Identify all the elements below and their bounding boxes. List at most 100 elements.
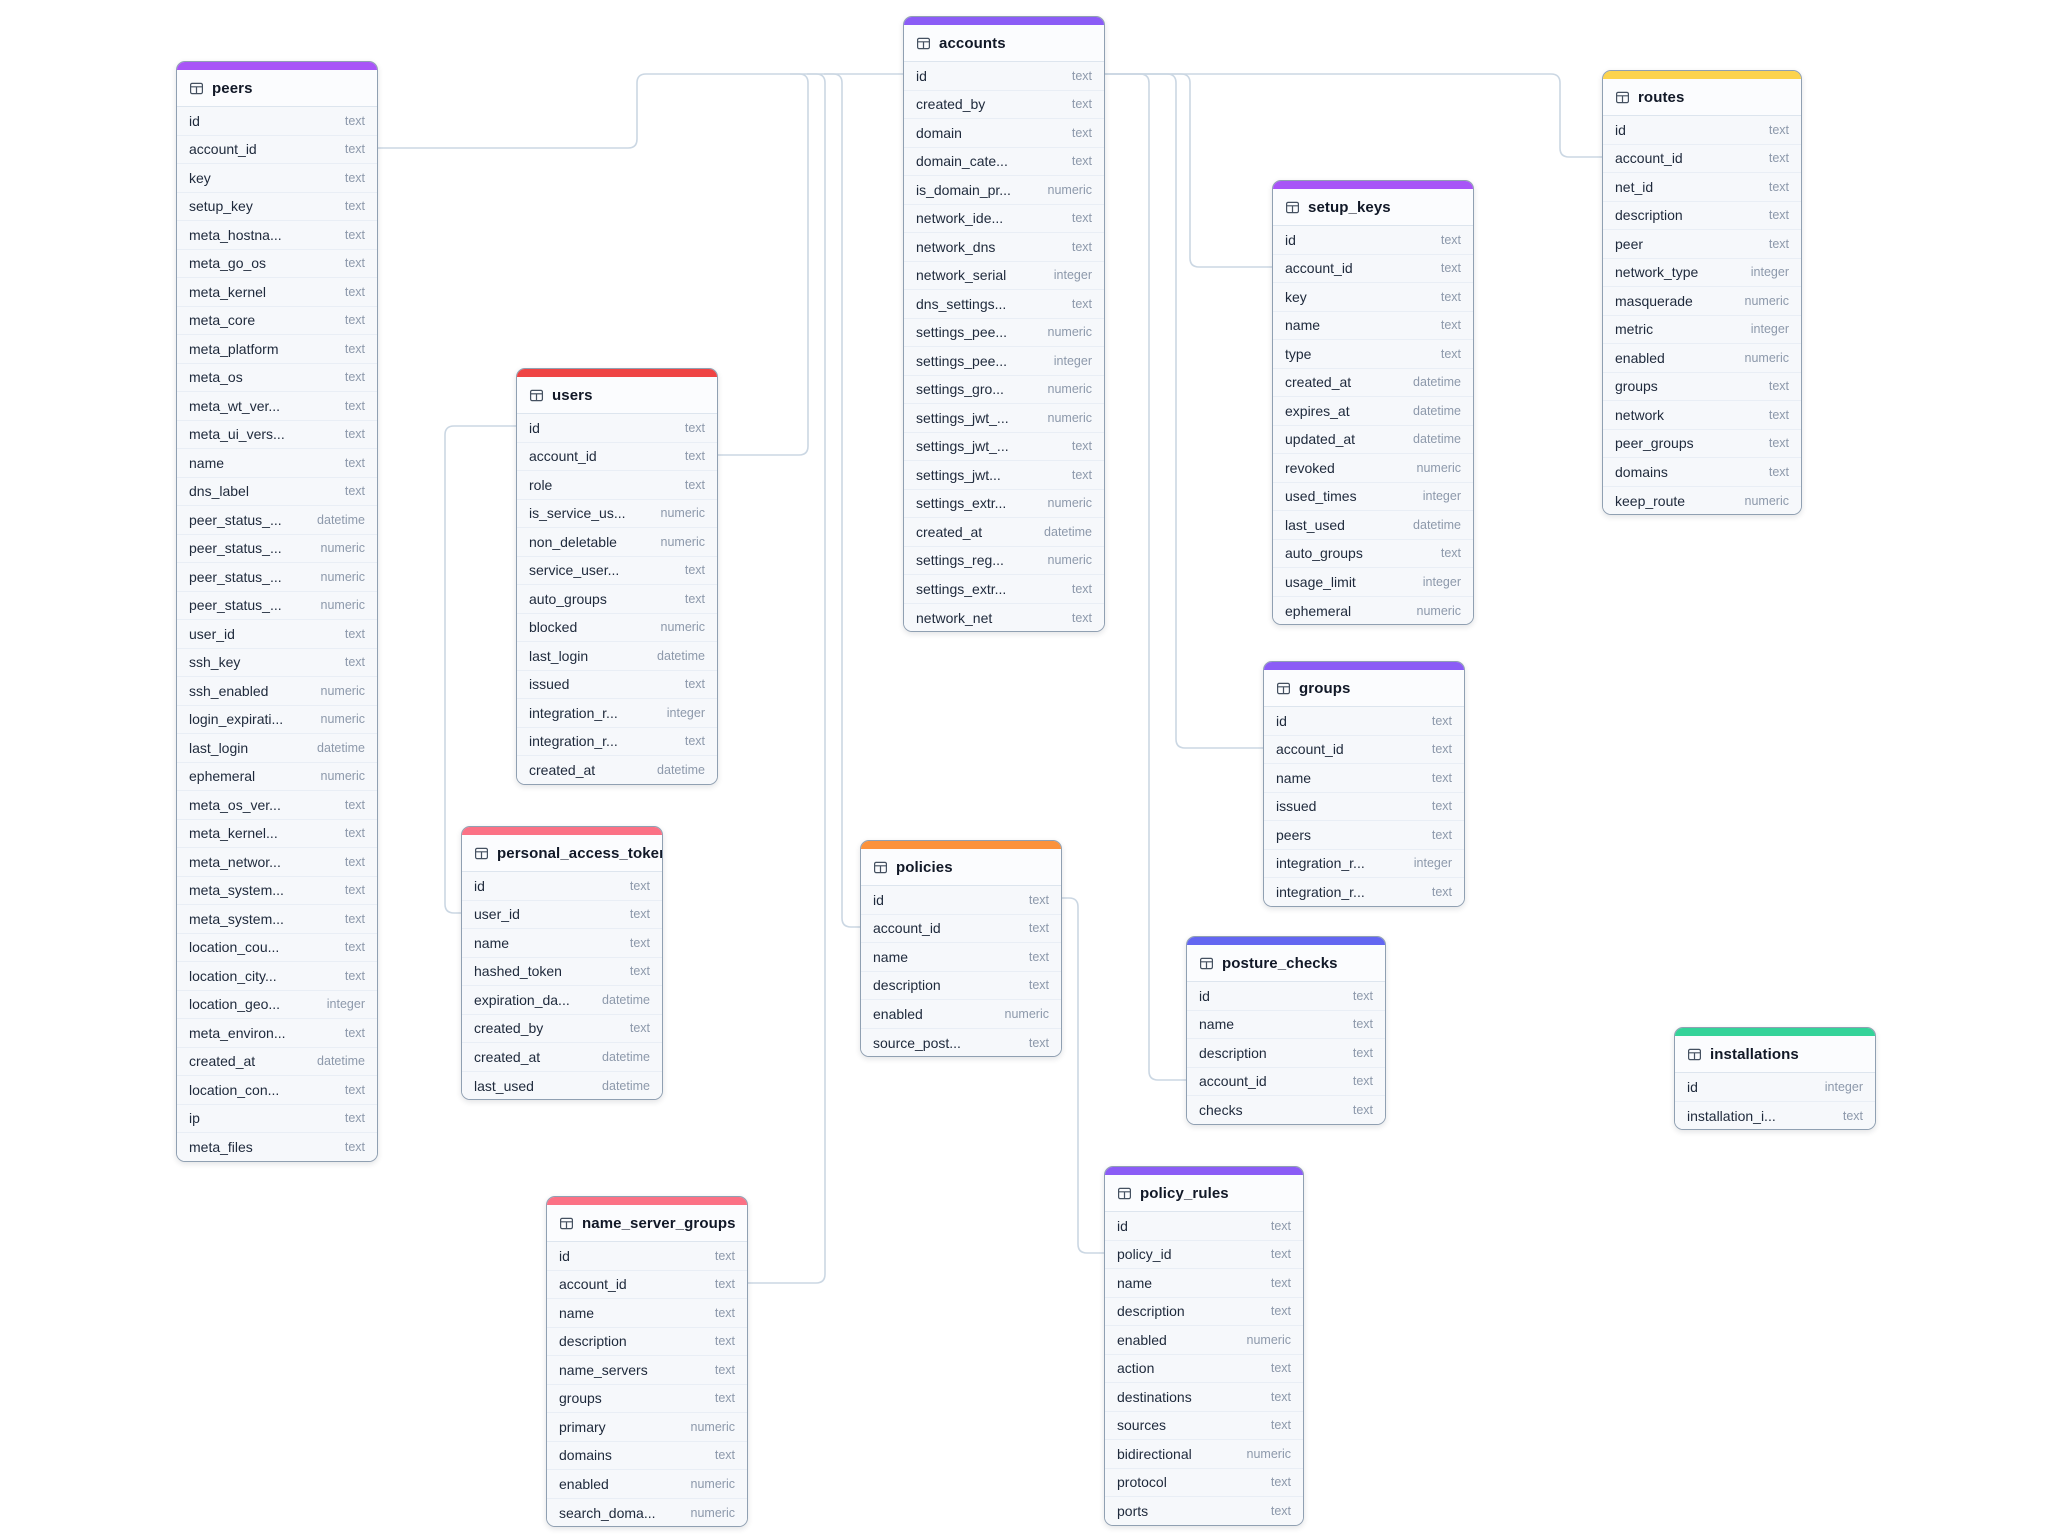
table-header-peers[interactable]: peers [177, 70, 377, 107]
relationship-line-accounts.id-to-groups.account_id[interactable] [1103, 73, 1263, 749]
relationship-line-policies.id-to-policy_rules.policy_id[interactable] [1060, 897, 1104, 1254]
table-header-users[interactable]: users [517, 377, 717, 414]
field-row-accounts-13[interactable]: settings_jwt_...text [904, 432, 1104, 461]
field-row-peers-25[interactable]: meta_kernel...text [177, 819, 377, 848]
field-row-groups-6[interactable]: integration_r...text [1264, 878, 1464, 906]
field-row-accounts-15[interactable]: settings_extr...numeric [904, 489, 1104, 518]
field-row-accounts-3[interactable]: domain_cate...text [904, 147, 1104, 176]
field-row-peers-27[interactable]: meta_system...text [177, 876, 377, 905]
relationship-line-accounts.id-to-users.account_id[interactable] [716, 73, 809, 456]
field-row-accounts-18[interactable]: settings_extr...text [904, 575, 1104, 604]
table-header-setup_keys[interactable]: setup_keys [1273, 189, 1473, 226]
field-row-accounts-11[interactable]: settings_gro...numeric [904, 375, 1104, 404]
field-row-accounts-14[interactable]: settings_jwt...text [904, 461, 1104, 490]
field-row-users-10[interactable]: integration_r...integer [517, 699, 717, 728]
table-header-groups[interactable]: groups [1264, 670, 1464, 707]
field-row-peers-16[interactable]: peer_status_...numeric [177, 563, 377, 592]
relationship-line-accounts.id-to-routes.account_id[interactable] [1103, 73, 1602, 158]
field-row-accounts-4[interactable]: is_domain_pr...numeric [904, 176, 1104, 205]
field-row-accounts-8[interactable]: dns_settings...text [904, 290, 1104, 319]
field-row-peers-29[interactable]: location_cou...text [177, 933, 377, 962]
field-row-peers-10[interactable]: meta_wt_ver...text [177, 392, 377, 421]
relationship-line-peers.account_id-to-accounts.id[interactable] [376, 73, 903, 149]
field-row-accounts-17[interactable]: settings_reg...numeric [904, 546, 1104, 575]
table-header-personal_access_tokens[interactable]: personal_access_tokens [462, 835, 662, 872]
field-row-accounts-9[interactable]: settings_pee...numeric [904, 318, 1104, 347]
field-row-users-5[interactable]: service_user...text [517, 556, 717, 585]
table-header-name_server_groups[interactable]: name_server_groups [547, 1205, 747, 1242]
relationship-line-users.id-to-personal_access_tokens.user_id[interactable] [444, 425, 516, 914]
table-header-posture_checks[interactable]: posture_checks [1187, 945, 1385, 982]
field-row-installations-1[interactable]: installation_i...text [1675, 1101, 1875, 1129]
table-header-routes[interactable]: routes [1603, 79, 1801, 116]
field-row-peers-14[interactable]: peer_status_...datetime [177, 506, 377, 535]
field-row-peers-30[interactable]: location_city...text [177, 962, 377, 991]
relationship-line-accounts.id-to-policies.account_id[interactable] [824, 73, 860, 928]
table-header-policy_rules[interactable]: policy_rules [1105, 1175, 1303, 1212]
relationship-line-accounts.id-to-posture_checks.account_id[interactable] [1103, 73, 1186, 1081]
field-row-name_server_groups-9[interactable]: search_doma...numeric [547, 1498, 747, 1526]
field-row-peers-15[interactable]: peer_status_...numeric [177, 534, 377, 563]
field-row-accounts-5[interactable]: network_ide...text [904, 204, 1104, 233]
field-row-peers-26[interactable]: meta_networ...text [177, 848, 377, 877]
